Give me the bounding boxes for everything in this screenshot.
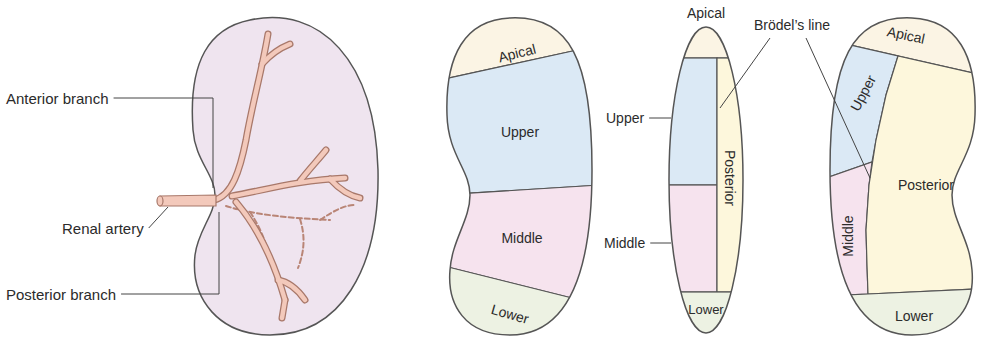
posterior-segments [820, 0, 987, 341]
kidney-outline [830, 18, 975, 335]
kidney-outline [447, 18, 592, 335]
artery-label: Posterior branch [6, 287, 116, 302]
kidney-outline [669, 27, 743, 333]
segment-label: Middle [841, 215, 855, 256]
renal-artery-end [157, 196, 163, 206]
leader-line [149, 207, 168, 228]
anterior-artery [236, 202, 285, 300]
lower-segment [440, 265, 600, 341]
anterior-branches-outline [214, 34, 360, 318]
anterior-artery [330, 179, 360, 198]
leader-line [649, 118, 671, 119]
segment-label: Upper [501, 125, 539, 139]
segment-label: Upper [606, 111, 644, 125]
renal-artery [160, 195, 216, 206]
anterior-branches-fill [214, 34, 360, 318]
posterior-artery [320, 205, 355, 220]
anterior-artery [282, 300, 285, 318]
segment-label: Middle [501, 231, 542, 245]
segment-label: Middle [604, 236, 645, 250]
middle-segment [820, 162, 872, 296]
segment-label: Posterior [898, 178, 954, 192]
anterior-artery [214, 34, 268, 200]
anterior-artery [232, 178, 345, 196]
anterior-artery [232, 178, 345, 196]
segment-label: Apical [687, 6, 725, 20]
anterior-artery [330, 179, 360, 198]
anterior-segments [440, 0, 600, 341]
lower-segment [660, 292, 755, 337]
lateral-segments [660, 20, 757, 337]
posterior-artery [298, 219, 304, 268]
anterior-artery [236, 202, 285, 300]
anterior-artery [214, 34, 268, 200]
posterior-segment [866, 56, 987, 294]
anterior-artery [278, 280, 305, 300]
artery-label: Renal artery [62, 221, 144, 236]
leader-line [650, 243, 671, 244]
segment-label: Posterior [723, 150, 737, 206]
leader-line [114, 98, 213, 188]
anterior-artery [262, 44, 290, 64]
leader-line [720, 38, 770, 108]
segment-label: Lower [688, 303, 723, 316]
line-label: Brödel’s line [754, 18, 830, 32]
kidney-outline [192, 18, 378, 335]
middle-segment [660, 185, 717, 292]
lower-segment [820, 288, 987, 341]
leader-lines [114, 38, 870, 294]
anterior-artery [282, 300, 285, 318]
anterior-artery [300, 150, 326, 181]
apical-segment [660, 20, 755, 58]
anterior-artery [300, 150, 326, 181]
segment-label: Lower [895, 309, 933, 323]
artery-label: Anterior branch [6, 91, 109, 106]
